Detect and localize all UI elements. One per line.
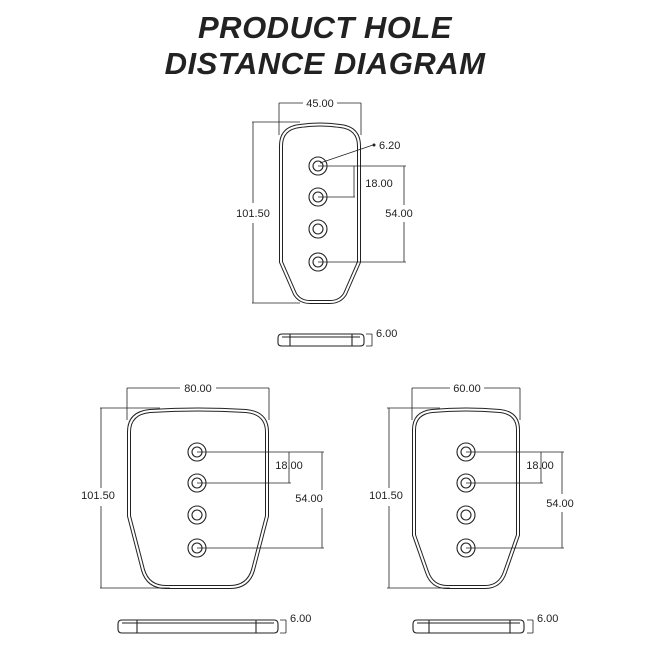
medium-pedal-outline	[412, 407, 520, 589]
medium-height-label: 101.50	[369, 490, 403, 502]
title-line-1: PRODUCT HOLE	[198, 10, 452, 45]
small-pedal-outline	[279, 122, 361, 304]
medium-pedal-holes	[456, 442, 476, 558]
small-hole-span-label: 54.00	[385, 208, 413, 220]
large-pedal-outline	[127, 407, 269, 589]
large-hole-pitch-label: 18.00	[275, 460, 303, 472]
small-hole-diameter-label: 6.20	[379, 140, 400, 152]
medium-hole-pitch-label: 18.00	[526, 460, 554, 472]
medium-hole-span-label: 54.00	[546, 498, 574, 510]
large-height-label: 101.50	[81, 490, 115, 502]
medium-thickness-label: 6.00	[537, 613, 558, 625]
small-pedal-holes	[308, 156, 328, 272]
large-width-label: 80.00	[184, 383, 212, 395]
large-pedal-view: 80.00 101.50 18.00 54.00 6.00	[81, 383, 324, 634]
small-pedal-view: 45.00 101.50 6.20 18.00 54.00 6.00	[236, 98, 413, 347]
small-hole-pitch-label: 18.00	[365, 178, 393, 190]
small-height-label: 101.50	[236, 208, 270, 220]
large-pedal-holes	[187, 442, 207, 558]
title-line-2: DISTANCE DIAGRAM	[164, 46, 486, 81]
medium-side-view	[412, 619, 525, 634]
large-hole-span-label: 54.00	[295, 493, 323, 505]
medium-pedal-view: 60.00 101.50 18.00 54.00 6.00	[369, 383, 574, 634]
large-side-view	[117, 619, 279, 634]
medium-width-label: 60.00	[453, 383, 481, 395]
small-side-view	[277, 333, 365, 347]
large-thickness-label: 6.00	[290, 613, 311, 625]
small-width-label: 45.00	[306, 98, 334, 110]
small-thickness-label: 6.00	[376, 328, 397, 340]
